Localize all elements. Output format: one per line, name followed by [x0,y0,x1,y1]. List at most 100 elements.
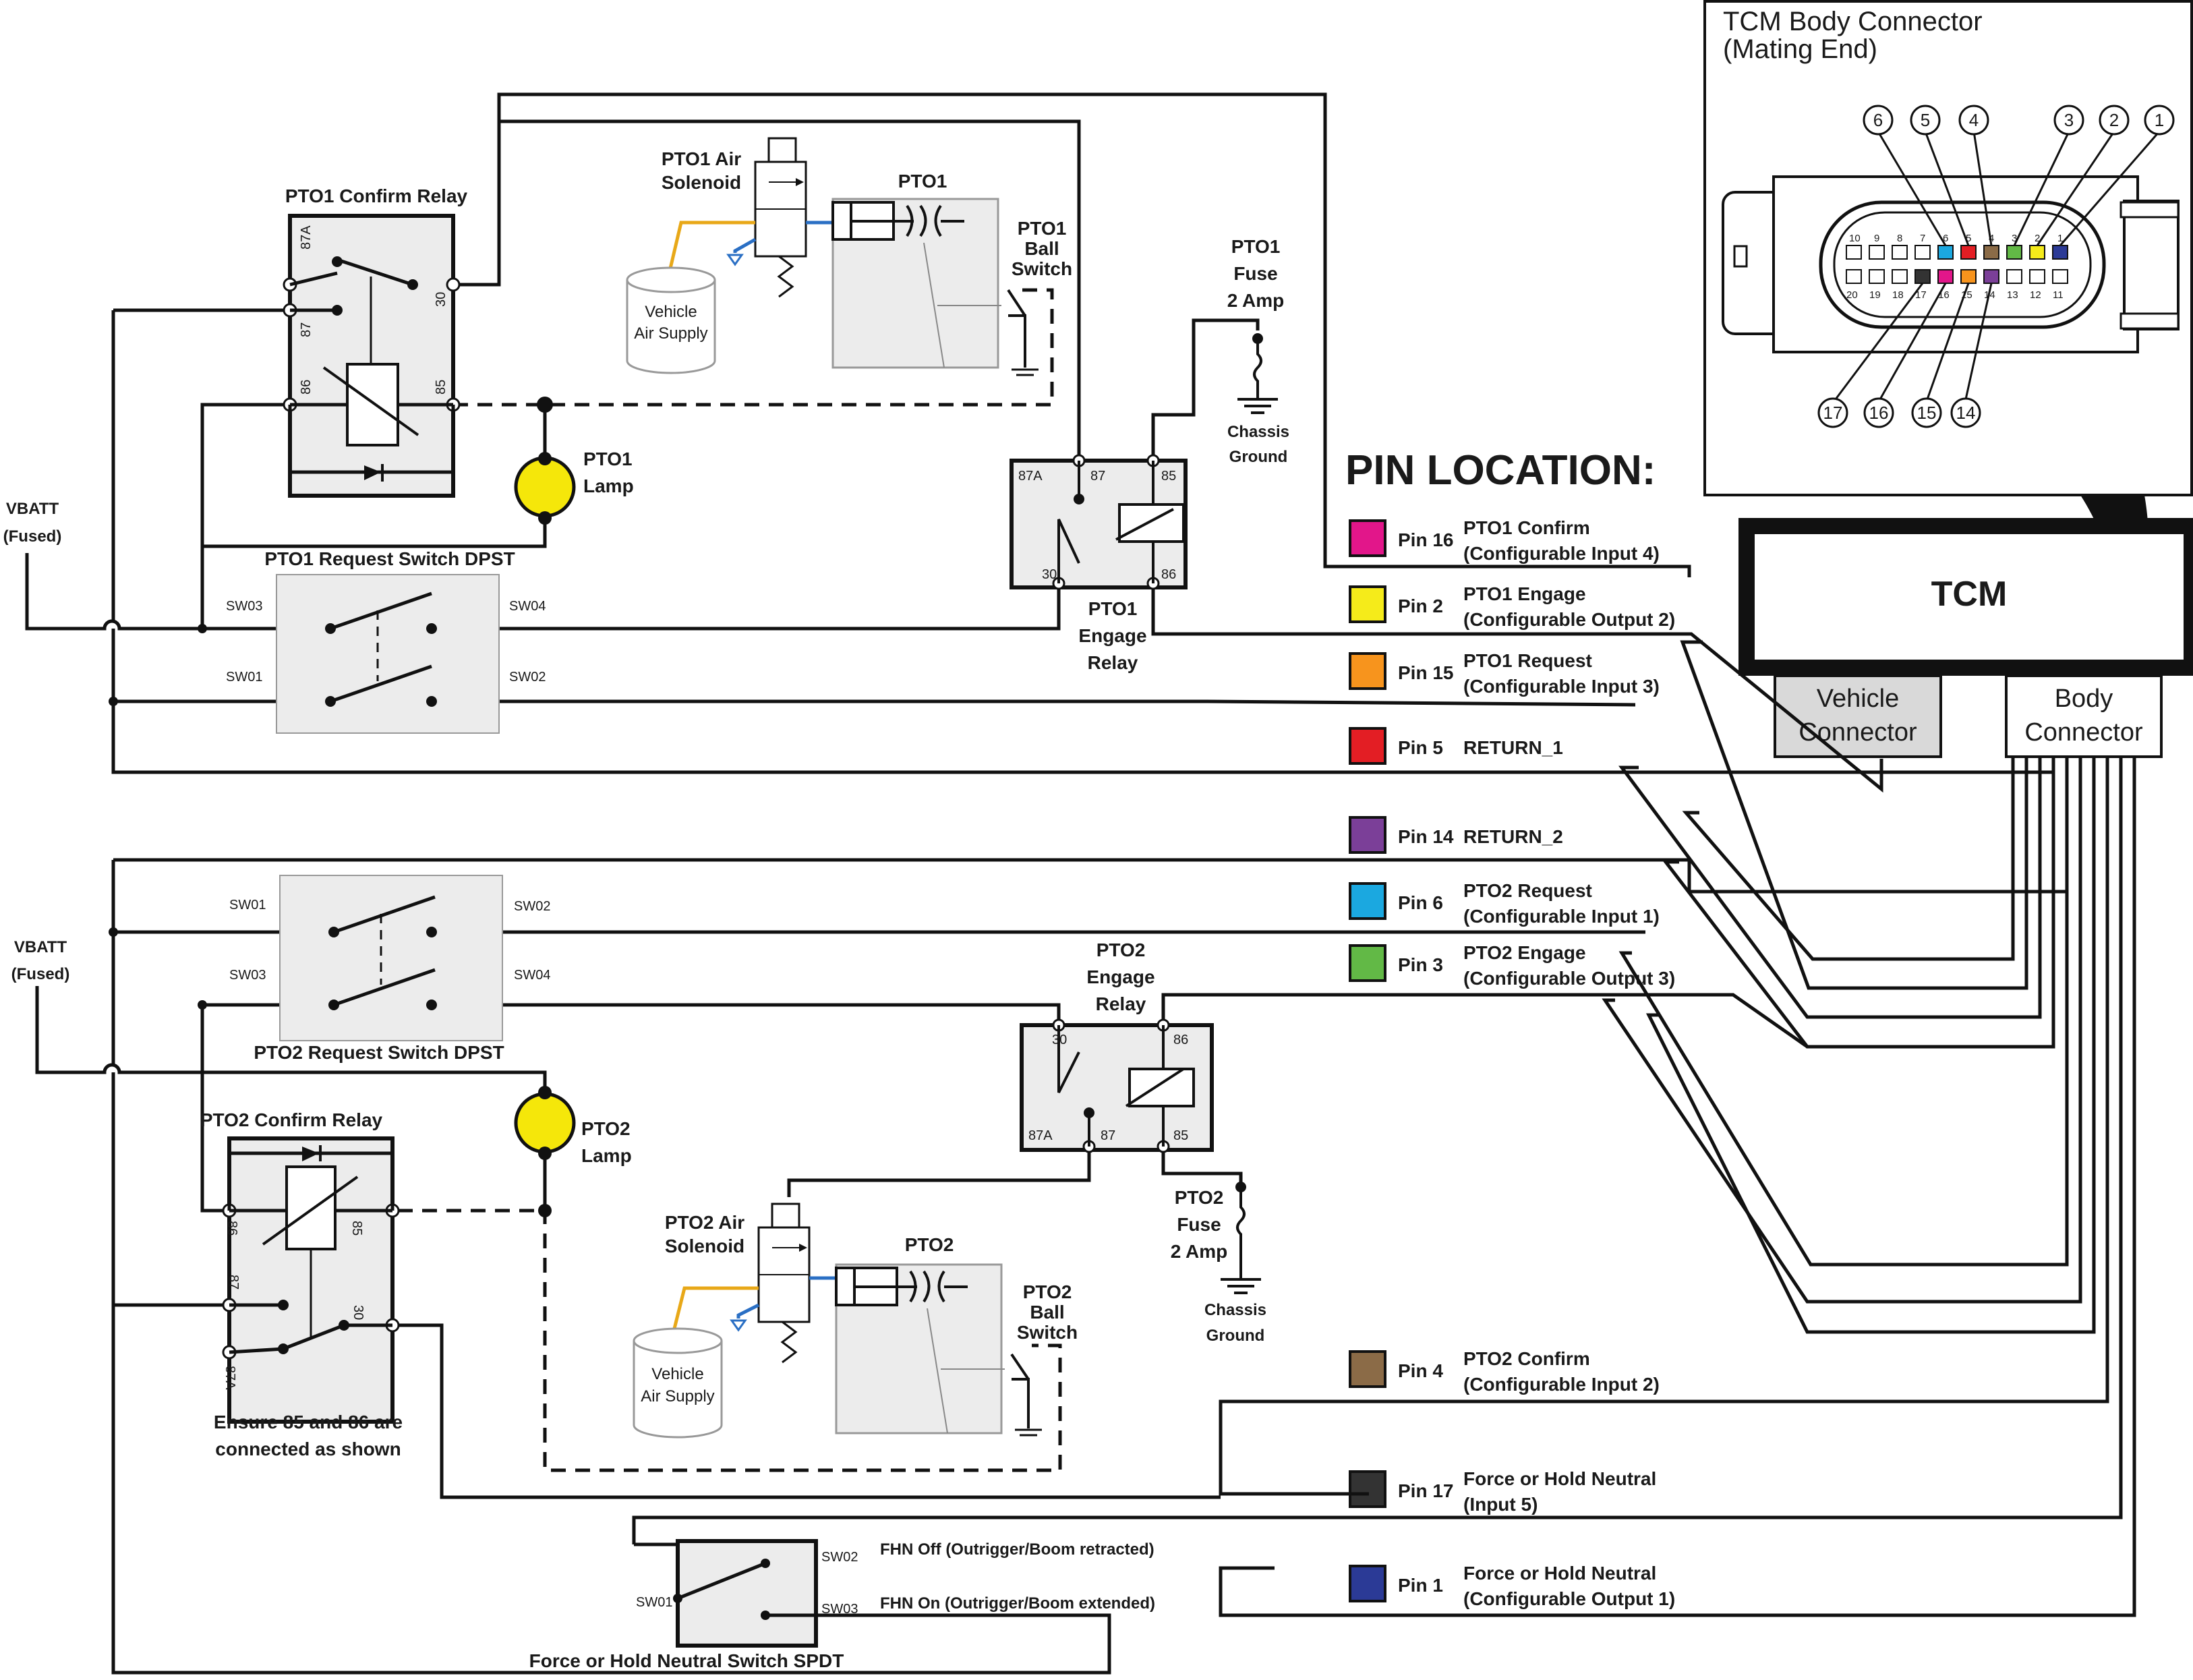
relay-pin-label: 87 [226,1275,241,1290]
pin-function-detail: (Configurable Input 3) [1463,676,1660,697]
tcm-module: TCM Vehicle Connector Body Connector [1738,518,2193,758]
pto1-ball-switch [1007,289,1039,376]
pto2-ball-switch-label: PTO2 [1023,1281,1072,1302]
pto2-confirm-relay-label: PTO2 Confirm Relay [200,1109,383,1130]
cavity-number: 9 [1874,233,1879,244]
relay-pin-label: 85 [434,380,448,395]
callout-number: 15 [1917,403,1937,423]
callout-number: 5 [1921,110,1930,130]
vbatt-label: VBATT [6,500,59,518]
cavity-number: 4 [1989,233,1994,244]
fhn-switch[interactable] [676,1539,818,1648]
switch-pin-label: SW04 [509,599,546,614]
pto2-request-switch[interactable] [279,875,503,1041]
connector-title: TCM Body Connector [1723,7,1983,36]
pin-color-swatch [1349,882,1386,920]
pin-color-swatch [1349,816,1386,854]
relay-pin-label: 86 [299,380,314,395]
callouts-bottom: 17 16 15 14 [1817,397,1981,428]
switch-pin-label: SW02 [821,1550,858,1565]
pto2-circuit: VBATT (Fused) SW01 SW03 SW02 SW04 PTO2 R… [11,858,2067,1675]
cavity-number: 19 [1869,289,1881,301]
callout-circle [1958,105,1989,136]
pin-function: RETURN_1 [1463,737,1563,758]
pin-function: Force or Hold Neutral [1463,1563,1656,1584]
switch-pin-label: SW03 [821,1602,858,1617]
pto1-air-solenoid-label: PTO1 Air [662,148,741,169]
pto2-air-solenoid-label: PTO2 Air [665,1212,744,1233]
relay-pin-label: 86 [1161,567,1176,582]
vbatt-label: (Fused) [3,527,62,546]
pto2-fuse-label: Fuse [1177,1214,1221,1235]
cavity-number: 18 [1892,289,1904,301]
pto2-fuse-label: PTO2 [1175,1187,1224,1208]
callout-number: 17 [1823,403,1843,423]
callout-circle [2099,105,2130,136]
pin-function: RETURN_2 [1463,826,1563,847]
vbatt-label: (Fused) [11,965,70,983]
relay-pin-label: 30 [351,1305,366,1320]
pto1-cylinder-label: PTO1 [898,171,947,192]
pto1-circuit: VBATT (Fused) PTO1 Confirm Relay [3,92,2053,793]
cavity-number: 3 [2012,233,2017,244]
air-supply-label: Air Supply [641,1387,714,1406]
pto2-fuse-label: 2 Amp [1171,1241,1228,1262]
pin-location-heading: PIN LOCATION: [1345,447,1656,494]
vehicle-connector-label: Connector [1799,718,1917,747]
pin-number: Pin 6 [1398,892,1443,913]
pto1-air-solenoid-label: Solenoid [662,172,741,193]
pin-number: Pin 14 [1398,826,1454,847]
cavity-number: 6 [1943,233,1948,244]
relay-pin-label: 87A [299,225,314,250]
pto1-fuse-label: Fuse [1233,263,1277,284]
callout-number: 1 [2155,110,2164,130]
pto2-lamp-label: Lamp [581,1145,632,1166]
air-supply-label: Air Supply [634,324,707,343]
fhn-circuit: SW01 SW02 SW03 FHN Off (Outrigger/Boom r… [529,1539,1155,1671]
relay-pin-label: 86 [1173,1033,1188,1047]
switch-pin-label: SW03 [229,968,266,983]
pto1-ball-switch-label: Switch [1012,258,1072,279]
switch-pin-label: SW04 [514,968,550,983]
pto2-ball-switch-label: Ball [1030,1302,1064,1323]
pin-function-detail: (Configurable Input 2) [1463,1374,1660,1395]
pin-color-swatch [1349,944,1386,982]
pto2-engage-relay-label: Relay [1096,993,1146,1014]
relay-pin-label: 87A [223,1366,237,1390]
callout-circle [1950,397,1981,428]
relay-pin-label: 30 [434,292,448,307]
switch-pin-label: SW01 [229,898,266,913]
pto1-request-switch[interactable] [276,574,500,734]
cavity-number: 2 [2035,233,2040,244]
connector-subtitle: (Mating End) [1723,34,1877,64]
pto1-air-solenoid [754,137,807,298]
switch-pin-label: SW02 [509,670,546,685]
vehicle-connector-label: Vehicle [1817,685,1900,713]
pto2-air-solenoid [757,1203,811,1364]
pto1-engage-relay-label: PTO1 [1088,598,1138,619]
cavity-number: 11 [2053,289,2064,301]
pin-function: PTO1 Confirm [1463,517,1590,538]
pin-color-swatch [1349,652,1386,690]
body-connector [2005,674,2163,758]
pin-function-detail: (Configurable Input 4) [1463,543,1660,564]
relay-pin-label: 85 [349,1221,364,1236]
pto1-confirm-relay-label: PTO1 Confirm Relay [285,185,468,206]
pin-color-swatch [1349,1350,1386,1388]
pin-number: Pin 4 [1398,1360,1443,1381]
pto1-ball-switch-label: PTO1 [1018,218,1067,239]
pto2-engage-relay-label: PTO2 [1096,939,1146,960]
chassis-ground-label: Ground [1229,448,1288,466]
callout-circle [1863,397,1894,428]
fhn-switch-label: Force or Hold Neutral Switch SPDT [529,1650,844,1671]
cavity-number: 7 [1920,233,1925,244]
callout-number: 16 [1869,403,1889,423]
pto2-ball-switch-label: Switch [1017,1322,1078,1343]
pto2-engage-relay-label: Engage [1086,966,1154,987]
relay-pin-label: 87 [1090,469,1105,484]
callout-number: 2 [2109,110,2119,130]
pin-number: Pin 2 [1398,596,1443,616]
